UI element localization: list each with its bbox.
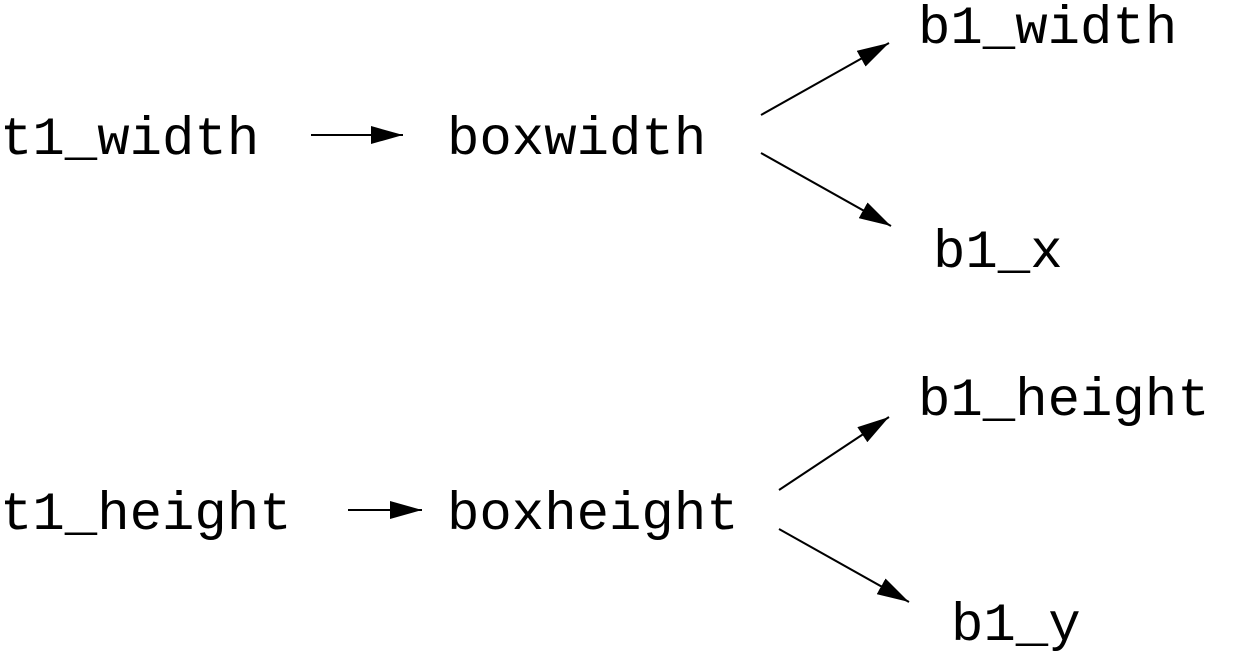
target-node-b1-x: b1_x: [933, 223, 1063, 284]
arrow-boxwidth-to-b1-width: [760, 42, 890, 116]
source-node-t1-width: t1_width: [0, 110, 259, 171]
arrow-boxwidth-to-b1-x: [760, 152, 892, 227]
target-node-b1-y: b1_y: [951, 596, 1081, 655]
intermediate-node-boxwidth: boxwidth: [447, 110, 706, 171]
source-node-t1-height: t1_height: [0, 485, 292, 546]
target-node-b1-height: b1_height: [918, 371, 1210, 432]
height-row: t1_height boxheight b1_height b1_y: [0, 371, 1210, 655]
arrow-boxheight-to-b1-height: [778, 416, 890, 491]
target-node-b1-width: b1_width: [918, 0, 1177, 60]
arrow-boxheight-to-b1-y: [778, 528, 910, 603]
intermediate-node-boxheight: boxheight: [447, 485, 739, 546]
width-row: t1_width boxwidth b1_width b1_x: [0, 0, 1177, 284]
